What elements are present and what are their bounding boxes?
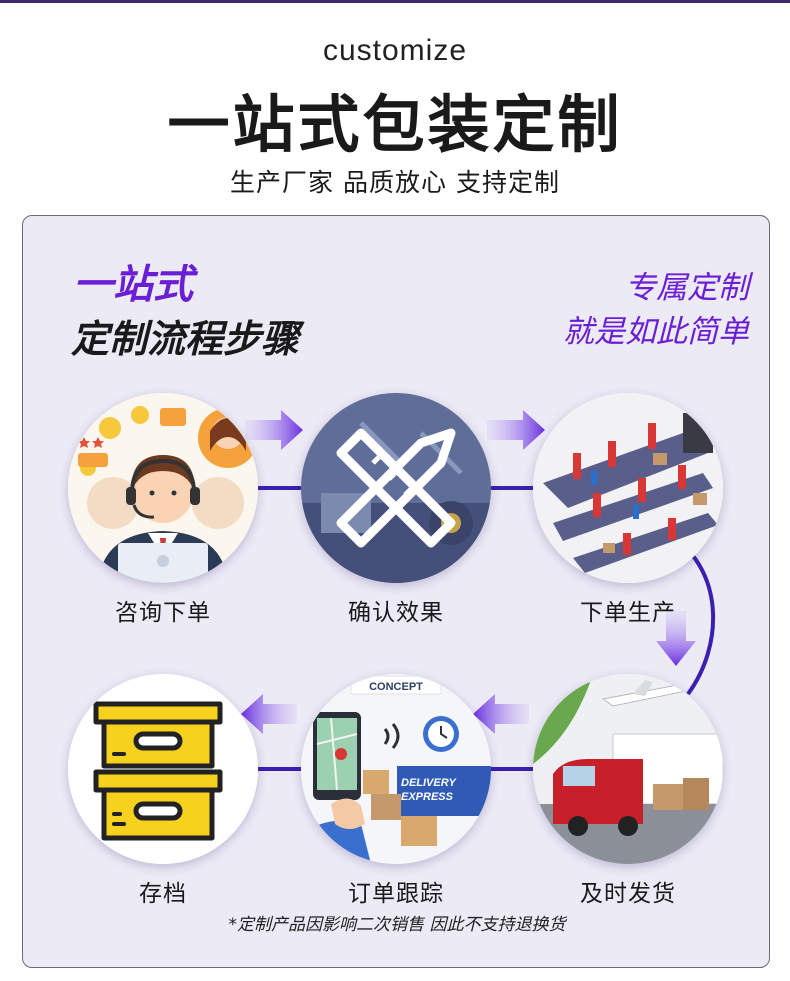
step-label: 订单跟踪 [348,881,444,907]
arrow-right-icon [245,410,303,450]
arrow-down-icon [656,611,696,666]
panel-title: 定制流程步骤 [71,317,300,361]
step-label: 确认效果 [348,600,444,626]
step-consult: 咨询下单 [68,393,258,626]
design-tools-icon [301,393,491,583]
step-label: 咨询下单 [115,600,211,626]
slogan-line-1: 专属定制 [625,270,749,306]
step-shipping: 及时发货 [533,674,723,907]
process-panel: 一站式 定制流程步骤 专属定制 就是如此简单 [22,215,770,968]
top-border-line [0,0,790,3]
arrow-left-icon [473,694,529,734]
slogan-line-2: 就是如此简单 [563,314,749,350]
arrow-right-icon [487,410,545,450]
arrow-left-icon [241,694,297,734]
disclaimer-note: *定制产品因影响二次销售 因此不支持退换货 [228,915,566,935]
header-subtitle: customize [322,34,468,67]
step-production: 下单生产 [533,393,723,626]
step-archive: 存档 [68,674,258,907]
step-label: 及时发货 [580,881,676,907]
shipping-truck-icon [533,674,723,864]
factory-production-icon [533,393,723,583]
delivery-tracking-icon: CONCEPT DELIVERY EXPRESS [301,674,491,864]
tracking-banner-text: CONCEPT [369,681,423,693]
header-tagline: 生产厂家 品质放心 支持定制 [230,168,560,197]
delivery-line-2: EXPRESS [401,791,454,803]
page-title: 一站式包装定制 [167,88,623,161]
step-confirm-design: 确认效果 [301,393,491,626]
panel-title-accent: 一站式 [73,262,193,308]
archive-boxes-icon [68,674,258,864]
delivery-line-1: DELIVERY [401,777,457,789]
step-label: 下单生产 [580,600,676,626]
step-tracking: CONCEPT DELIVERY EXPRESS 订单跟踪 [301,674,491,907]
step-label: 存档 [139,881,187,907]
customer-service-icon [68,393,258,583]
